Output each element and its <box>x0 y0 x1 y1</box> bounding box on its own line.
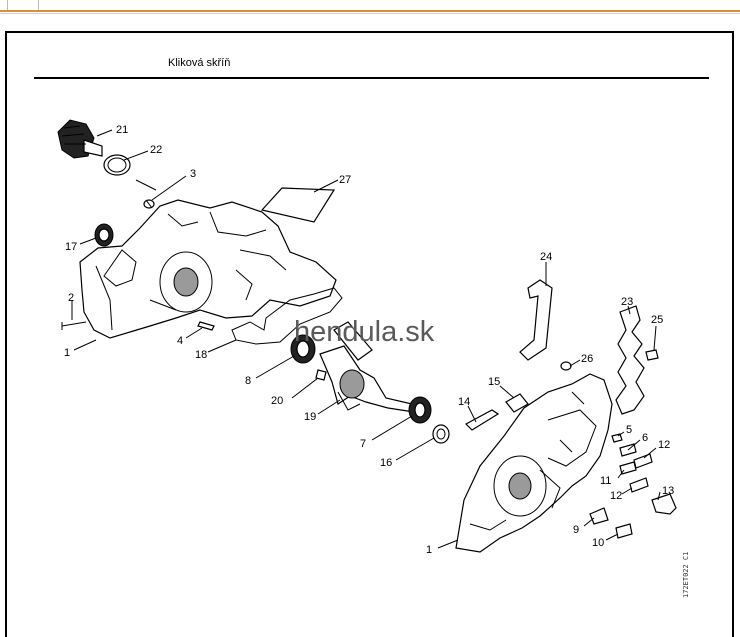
top-toolbar-strip <box>0 0 740 10</box>
callout-6: 6 <box>642 432 648 444</box>
callout-18: 18 <box>195 349 207 361</box>
part-9-screw[interactable] <box>589 507 609 525</box>
part-24-bracket[interactable] <box>519 279 553 361</box>
callout-13: 13 <box>662 485 674 497</box>
part-19-crankshaft[interactable] <box>319 321 415 413</box>
part-5-pin[interactable] <box>611 433 623 443</box>
callout-20: 20 <box>271 395 283 407</box>
part-17-oil-seal[interactable] <box>94 223 114 247</box>
callout-25: 25 <box>651 314 663 326</box>
callout-21: 21 <box>116 124 128 136</box>
callout-2: 2 <box>68 292 74 304</box>
callout-12-lower: 12 <box>610 490 622 502</box>
part-15-spring[interactable] <box>505 393 529 413</box>
part-2-bolt[interactable] <box>61 321 87 330</box>
part-16-oil-seal[interactable] <box>432 424 450 444</box>
part-11-sleeve[interactable] <box>619 461 637 475</box>
part-22-pin[interactable] <box>135 179 157 191</box>
callout-23: 23 <box>621 296 633 308</box>
part-1-crankcase-left[interactable] <box>79 199 337 339</box>
callout-16: 16 <box>380 457 392 469</box>
watermark-text: hendula.sk <box>294 316 435 348</box>
callout-14: 14 <box>458 396 470 408</box>
part-3-screw[interactable] <box>143 199 155 209</box>
part-20-woodruff-key[interactable] <box>315 369 327 381</box>
part-7-ball-bearing[interactable] <box>408 396 432 424</box>
callout-labels: 21 22 3 27 17 2 1 4 18 8 20 19 24 23 25 … <box>64 124 674 556</box>
part-8-ball-bearing[interactable] <box>290 334 316 364</box>
toolbar-separator <box>38 0 39 10</box>
callout-24: 24 <box>540 251 552 263</box>
callout-27: 27 <box>339 174 351 186</box>
callout-26: 26 <box>581 353 593 365</box>
callout-4: 4 <box>177 335 183 347</box>
part-12-stud-upper[interactable] <box>633 453 653 469</box>
callout-9: 9 <box>573 524 579 536</box>
callout-7: 7 <box>360 438 366 450</box>
callout-11: 11 <box>600 475 611 487</box>
callout-5: 5 <box>626 424 632 436</box>
part-13-bolt[interactable] <box>651 493 677 515</box>
header-accent-line-light <box>0 13 740 14</box>
part-21-ignition-module[interactable] <box>57 119 103 159</box>
callout-1-right: 1 <box>426 544 432 556</box>
header-accent-line <box>0 10 740 12</box>
page-frame <box>5 31 734 637</box>
part-1-crankcase-right[interactable] <box>455 373 613 553</box>
callout-19: 19 <box>304 411 316 423</box>
part-18-gasket[interactable] <box>231 287 343 345</box>
part-26-nut[interactable] <box>560 361 572 371</box>
drawing-code: 172ET022 C1 <box>682 552 690 598</box>
part-10-screw[interactable] <box>615 523 633 539</box>
callout-10: 10 <box>592 537 604 549</box>
page-title: Kliková skříň <box>168 57 231 69</box>
part-4-dowel-pin[interactable] <box>197 321 215 331</box>
callout-1-left: 1 <box>64 347 70 359</box>
toolbar-separator <box>7 0 8 10</box>
callout-17: 17 <box>65 241 77 253</box>
part-23-chain-catcher[interactable] <box>615 305 645 415</box>
title-rule <box>34 77 709 79</box>
part-12-stud-lower[interactable] <box>629 477 649 493</box>
part-27-gasket[interactable] <box>260 187 336 223</box>
callout-12-upper: 12 <box>658 439 670 451</box>
callout-3: 3 <box>190 168 196 180</box>
callout-8: 8 <box>245 375 251 387</box>
part-14-pin[interactable] <box>465 409 500 431</box>
leader-lines <box>71 129 661 549</box>
callout-15: 15 <box>488 376 500 388</box>
callout-22: 22 <box>150 144 162 156</box>
part-25-screw[interactable] <box>645 349 659 361</box>
